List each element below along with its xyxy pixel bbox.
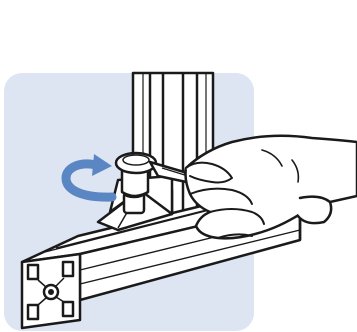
profile-cross-section [22, 254, 80, 328]
hand-icon [186, 136, 357, 239]
